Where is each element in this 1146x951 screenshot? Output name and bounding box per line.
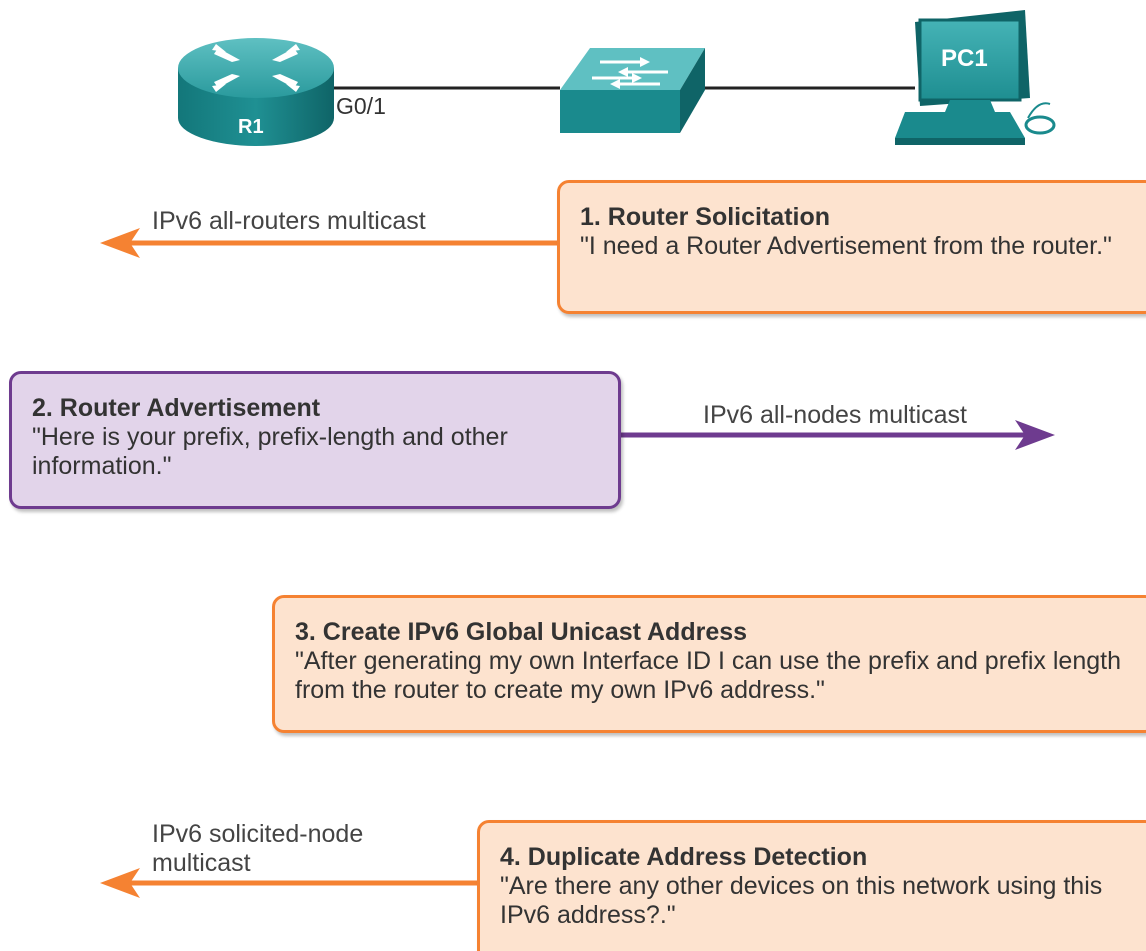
step-title: 2. Router Advertisement [32,394,321,422]
step-box-create-address: 3. Create IPv6 Global Unicast Address "A… [272,595,1146,733]
step-title: 3. Create IPv6 Global Unicast Address [295,618,748,646]
arrow-router-solicitation [100,228,560,258]
router-icon: R1 [178,38,334,146]
step-box-router-solicitation: 1. Router Solicitation "I need a Router … [557,180,1146,314]
step-title: 1. Router Solicitation [580,203,831,231]
arrow-label-all-routers: IPv6 all-routers multicast [152,207,426,235]
step-text: "I need a Router Advertisement from the … [580,232,1112,260]
arrow-label-solicited-node: IPv6 solicited-node multicast [152,820,363,878]
step-text: "Here is your prefix, prefix-length and … [32,423,508,480]
step-box-router-advertisement: 2. Router Advertisement "Here is your pr… [9,371,621,509]
pc-icon: PC1 [895,10,1056,145]
router-interface-label: G0/1 [336,93,386,119]
arrow-router-advertisement [620,420,1055,450]
arrow-label-solicited-node-line2: multicast [152,849,251,877]
step-box-duplicate-address-detection: 4. Duplicate Address Detection "Are ther… [477,820,1146,951]
router-label: R1 [238,116,264,138]
step-title: 4. Duplicate Address Detection [500,843,868,871]
switch-icon [560,48,705,133]
step-text: "Are there any other devices on this net… [500,872,1103,929]
pc-label: PC1 [941,45,988,72]
arrow-duplicate-address-detection [100,868,480,898]
step-text: "After generating my own Interface ID I … [295,647,1121,704]
arrow-label-solicited-node-line1: IPv6 solicited-node [152,820,364,848]
arrow-label-all-nodes: IPv6 all-nodes multicast [703,401,968,429]
